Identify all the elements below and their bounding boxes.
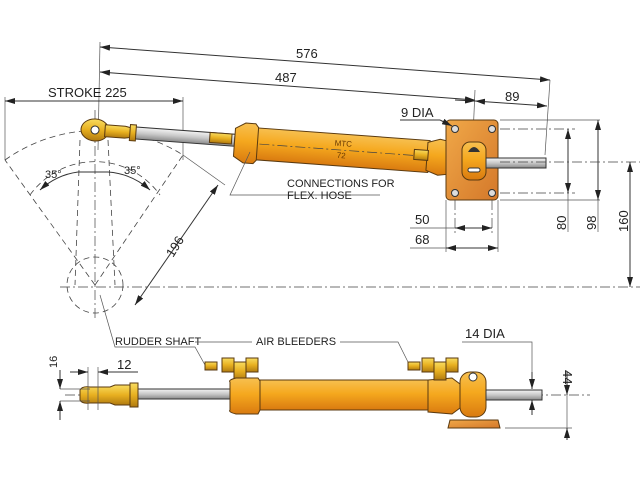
- dim-50-label: 50: [415, 212, 429, 227]
- cylinder-side-view: [65, 357, 590, 429]
- model-marking-1: MTC: [334, 139, 352, 149]
- air-bleeder-left: [233, 361, 247, 381]
- dim-plate-vertical: 80 98: [500, 119, 601, 232]
- mount-hole: [451, 189, 459, 197]
- dim-80-label: 80: [554, 216, 569, 230]
- dim-base-height: 44: [505, 370, 575, 440]
- dim-89-label: 89: [505, 89, 519, 104]
- dim-mount-length: 487: [99, 69, 476, 103]
- stroke-label: STROKE 225: [48, 85, 127, 100]
- mount-hole: [488, 125, 496, 133]
- rudder-shaft-label: RUDDER SHAFT: [115, 336, 201, 348]
- side-right-cap: [427, 377, 461, 415]
- angle-right-label: 35°: [124, 165, 141, 177]
- mounting-plate: [445, 119, 547, 201]
- dim-eye-offset: 12: [70, 357, 138, 410]
- connections-label-2: FLEX. HOSE: [287, 190, 352, 202]
- angle-left-label: 35°: [45, 169, 62, 181]
- dim-196-label: 196: [163, 233, 187, 259]
- dim-68-label: 68: [415, 232, 429, 247]
- dim-plate-horizontal: 50 68: [410, 200, 499, 252]
- connections-callout: CONNECTIONS FOR FLEX. HOSE: [229, 151, 395, 202]
- dim-16-label: 16: [48, 356, 60, 368]
- side-left-cap: [229, 377, 263, 415]
- air-bleeders-label: AIR BLEEDERS: [256, 336, 336, 348]
- hose-fitting-left: [208, 131, 233, 145]
- dim-offset-160: 160: [60, 161, 640, 288]
- dim-eye-height: 16: [48, 356, 90, 420]
- side-mount-base: [447, 419, 501, 429]
- connections-label: CONNECTIONS FOR: [287, 178, 395, 190]
- rod-extension: [485, 157, 547, 169]
- side-rod-extension: [485, 389, 543, 401]
- side-barrel: [259, 379, 431, 411]
- mount-hole: [451, 125, 459, 133]
- dim-rudder-arm: 196: [134, 154, 226, 306]
- dim-160-label: 160: [616, 210, 631, 232]
- dim-stroke: STROKE 225: [4, 85, 184, 160]
- dim-overall-length: 576: [97, 41, 551, 156]
- dim-487-label: 487: [275, 70, 297, 85]
- dim-12-label: 12: [117, 357, 131, 372]
- model-marking-2: 72: [336, 151, 346, 161]
- labels-side: RUDDER SHAFT AIR BLEEDERS: [99, 294, 409, 366]
- rod-dia-label: 14 DIA: [465, 326, 505, 341]
- cylinder-barrel: [255, 127, 431, 174]
- dim-hole-dia: 9 DIA: [400, 105, 453, 127]
- side-rod-end: [79, 384, 131, 406]
- air-bleeder-right: [433, 361, 447, 381]
- rudder-swing-geometry: 35° 35°: [4, 110, 184, 320]
- hose-fitting-right: [413, 148, 429, 161]
- hole-dia-label: 9 DIA: [401, 105, 434, 120]
- dim-44-label: 44: [560, 370, 575, 384]
- dim-576-label: 576: [296, 46, 318, 61]
- dim-98-label: 98: [584, 216, 599, 230]
- side-piston-rod: [137, 388, 239, 400]
- dim-rod-dia: 14 DIA: [462, 326, 535, 415]
- mount-hole: [488, 189, 496, 197]
